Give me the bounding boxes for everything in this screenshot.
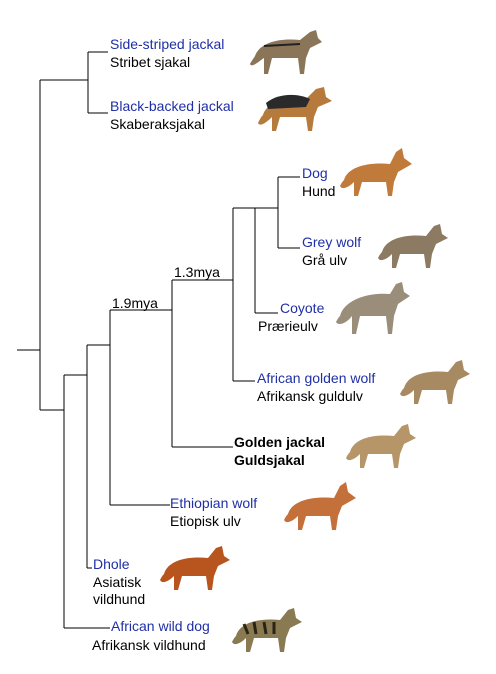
side-striped-jackal-illustration xyxy=(250,30,322,74)
label-grey-wolf-en: Grey wolf xyxy=(302,234,362,250)
label-side-striped-jackal-en: Side-striped jackal xyxy=(110,36,225,52)
label-black-backed-jackal-en: Black-backed jackal xyxy=(110,98,234,114)
dhole-illustration xyxy=(160,546,230,590)
ethiopian-wolf-illustration xyxy=(284,482,356,530)
coyote-illustration xyxy=(336,282,410,334)
african-golden-wolf-illustration xyxy=(400,360,470,404)
label-african-golden-wolf-local: Afrikansk guldulv xyxy=(257,388,363,404)
label-dhole-local-line1: Asiatisk xyxy=(93,574,142,590)
label-dhole-local-line2: vildhund xyxy=(93,591,146,607)
label-ethiopian-wolf-local: Etiopisk ulv xyxy=(170,513,241,529)
african-wild-dog-illustration xyxy=(232,608,302,652)
label-ethiopian-wolf-en: Ethiopian wolf xyxy=(170,495,258,511)
label-coyote-en: Coyote xyxy=(280,300,325,316)
node-label-1-9mya: 1.9mya xyxy=(112,295,158,311)
label-dog-local: Hund xyxy=(302,183,336,199)
golden-jackal-illustration xyxy=(346,424,416,468)
label-black-backed-jackal-local: Skaberaksjakal xyxy=(110,116,205,132)
label-grey-wolf-local: Grå ulv xyxy=(302,252,348,268)
label-side-striped-jackal-local: Stribet sjakal xyxy=(110,54,191,70)
label-coyote-local: Prærieulv xyxy=(258,318,318,334)
black-backed-jackal-illustration xyxy=(258,87,332,131)
node-label-1-3mya: 1.3mya xyxy=(174,264,220,280)
dog-illustration xyxy=(340,148,412,196)
grey-wolf-illustration xyxy=(378,224,448,268)
label-african-golden-wolf-en: African golden wolf xyxy=(257,370,376,386)
label-african-wild-dog-en: African wild dog xyxy=(111,618,210,634)
label-dhole-en: Dhole xyxy=(93,556,130,572)
label-golden-jackal-en: Golden jackal xyxy=(234,434,326,450)
label-african-wild-dog-local: Afrikansk vildhund xyxy=(92,637,206,653)
label-golden-jackal-local: Guldsjakal xyxy=(234,452,305,468)
label-dog-en: Dog xyxy=(302,165,328,181)
